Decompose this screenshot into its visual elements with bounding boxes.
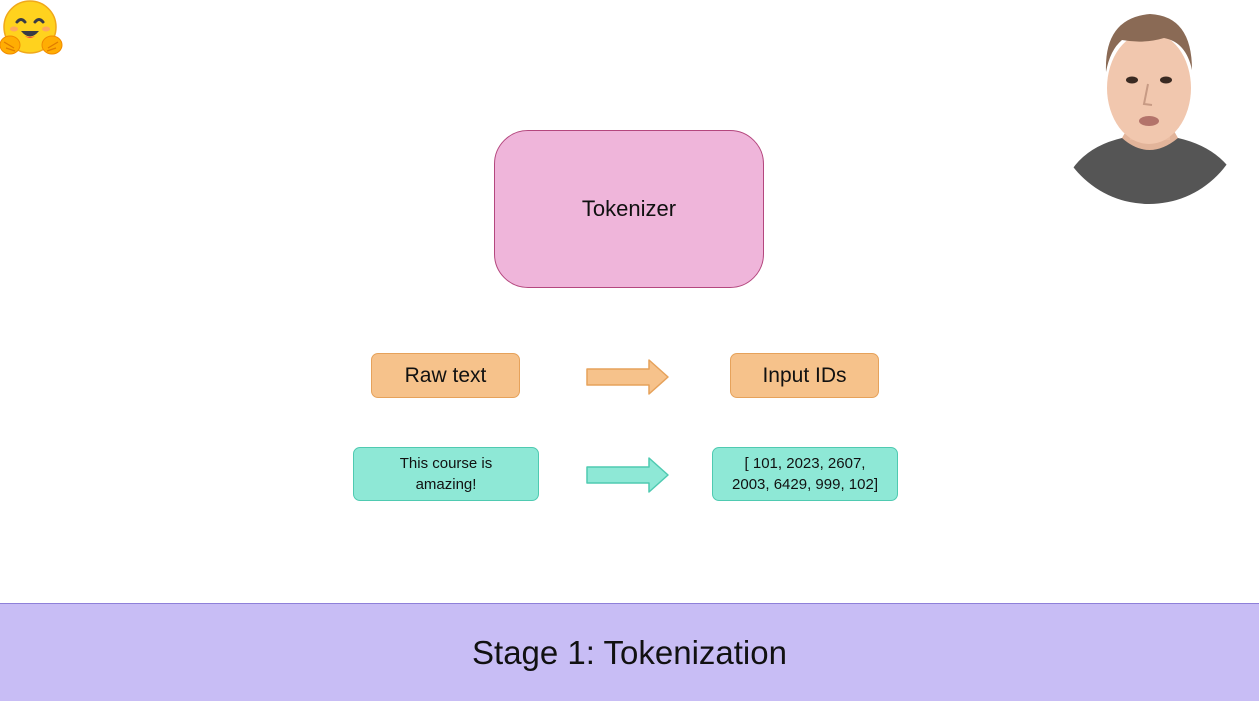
right-arrow-icon xyxy=(586,359,669,395)
raw-text-label: Raw text xyxy=(404,363,487,387)
example-ids-box: [ 101, 2023, 2607, 2003, 6429, 999, 102] xyxy=(712,447,898,501)
example-text-box: This course is amazing! xyxy=(353,447,539,501)
input-ids-box: Input IDs xyxy=(730,353,879,398)
raw-text-box: Raw text xyxy=(371,353,520,398)
example-text-line-1: This course is xyxy=(399,455,493,472)
stage-title-banner: Stage 1: Tokenization xyxy=(0,603,1259,701)
hugging-face-logo-icon xyxy=(0,0,64,60)
example-ids-line-2: 2003, 6429, 999, 102] xyxy=(732,476,878,493)
example-text-line-2: amazing! xyxy=(415,476,477,493)
input-ids-label: Input IDs xyxy=(762,363,847,387)
presenter-video xyxy=(1052,0,1252,216)
tokenizer-label: Tokenizer xyxy=(581,196,677,221)
right-arrow-icon xyxy=(586,457,669,493)
example-ids-line-1: [ 101, 2023, 2607, xyxy=(744,455,866,472)
stage-title: Stage 1: Tokenization xyxy=(472,633,787,671)
tokenizer-box: Tokenizer xyxy=(494,130,764,288)
